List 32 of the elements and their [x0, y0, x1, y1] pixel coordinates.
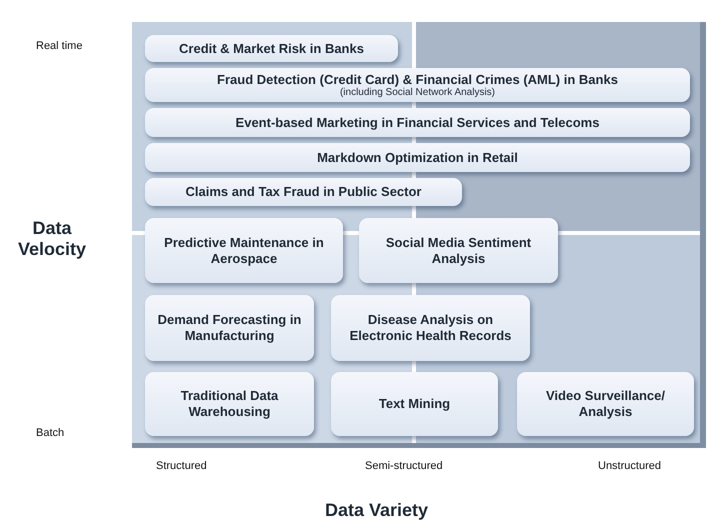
use-case-box: [145, 35, 398, 62]
box-title: Disease Analysis on Electronic Health Records: [348, 312, 512, 344]
use-case-box: [517, 372, 694, 436]
use-case-box: [145, 178, 462, 206]
box-subtitle: (including Social Network Analysis): [340, 87, 496, 98]
use-case-box: [145, 108, 690, 137]
box-title: Predictive Maintenance in Aerospace: [163, 234, 325, 266]
box-title: Text Mining: [378, 396, 450, 412]
box-title: Fraud Detection (Credit Card) & Financial Crimes (AML) in Banks: [217, 72, 618, 88]
use-case-box: [145, 143, 690, 172]
box-title: Credit & Market Risk in Banks: [179, 40, 364, 56]
box-title: Traditional Data Warehousing: [180, 388, 280, 420]
box-title: Video Surveillance/ Analysis: [545, 388, 666, 420]
use-case-box: [331, 372, 498, 436]
axis-tick-label: Semi-structured: [365, 460, 443, 472]
use-case-box: [145, 68, 690, 102]
axis-title: Data Variety: [325, 500, 428, 520]
box-title: Event-based Marketing in Financial Services and Telecoms: [236, 114, 600, 130]
use-case-box: [145, 372, 314, 436]
use-case-box: [145, 218, 343, 283]
use-case-box: [145, 295, 314, 361]
use-case-box: [331, 295, 530, 361]
box-title: Demand Forecasting in Manufacturing: [156, 312, 302, 344]
box-title: Claims and Tax Fraud in Public Sector: [186, 184, 422, 200]
axis-tick-label: Unstructured: [598, 460, 661, 472]
axis-tick-label: Real time: [36, 40, 82, 52]
axis-tick-label: Batch: [36, 427, 64, 439]
axis-title: Data Velocity: [16, 218, 88, 260]
box-title: Social Media Sentiment Analysis: [384, 234, 532, 266]
axis-tick-label: Structured: [156, 460, 207, 472]
box-title: Markdown Optimization in Retail: [317, 150, 518, 166]
use-case-box: [359, 218, 558, 283]
